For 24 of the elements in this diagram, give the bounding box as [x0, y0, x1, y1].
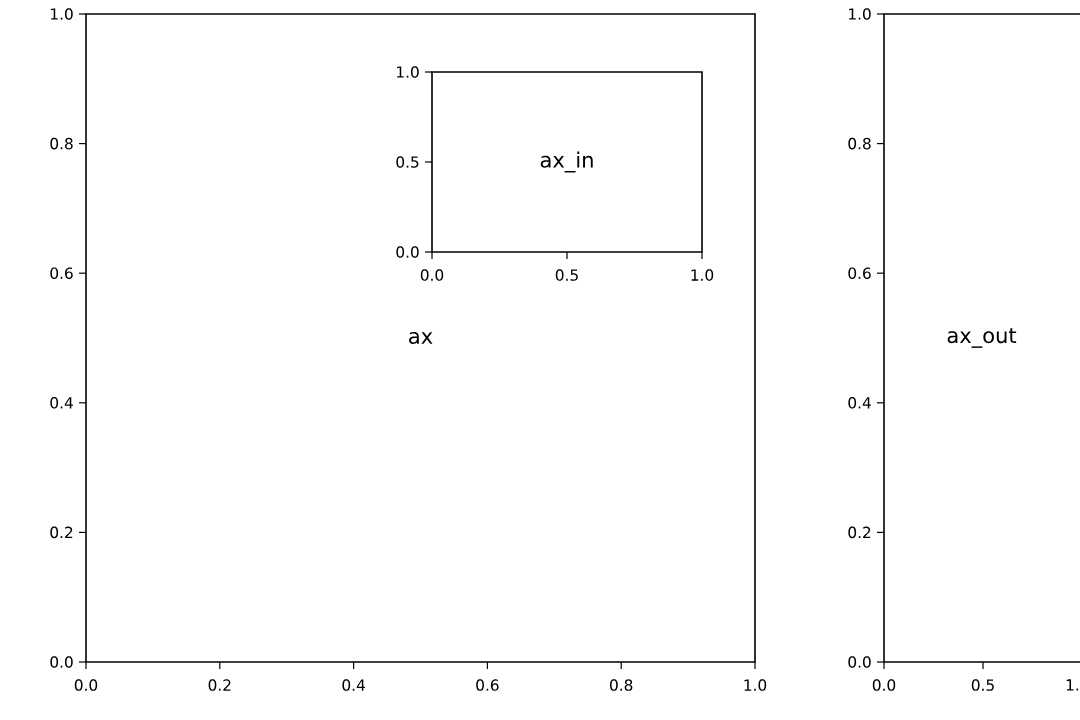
- tick-label: 1.0: [51, 8, 73, 20]
- tick-label: 0.2: [208, 679, 231, 691]
- tick-label: 0.8: [610, 679, 633, 691]
- tick-label: 0.5: [971, 679, 994, 691]
- tick-label: 0.0: [420, 269, 444, 281]
- tick-label: 0.4: [342, 679, 365, 691]
- tick-label: 0.0: [872, 679, 896, 691]
- tick-label: 1.0: [744, 679, 767, 691]
- tick-label: 0.5: [555, 269, 578, 281]
- tick-label: 1.0: [849, 8, 871, 20]
- tick-label: 0.0: [396, 246, 419, 258]
- tick-label: 1.: [1066, 679, 1079, 691]
- tick-label: 0.8: [50, 137, 73, 150]
- tick-label: 0.0: [50, 656, 73, 668]
- tick-label: 0.0: [848, 656, 871, 668]
- tick-label: 1.0: [691, 269, 714, 281]
- tick-label: 0.0: [74, 679, 98, 691]
- tick-label: 0.4: [50, 397, 73, 409]
- tick-label: 0.6: [50, 267, 73, 279]
- axes-frame: ax_out: [883, 13, 1080, 663]
- tick-label: 1.0: [397, 66, 419, 78]
- tick-label: 0.6: [476, 679, 499, 691]
- tick-label: 0.2: [50, 526, 73, 539]
- axes-frame: ax_in: [431, 71, 703, 253]
